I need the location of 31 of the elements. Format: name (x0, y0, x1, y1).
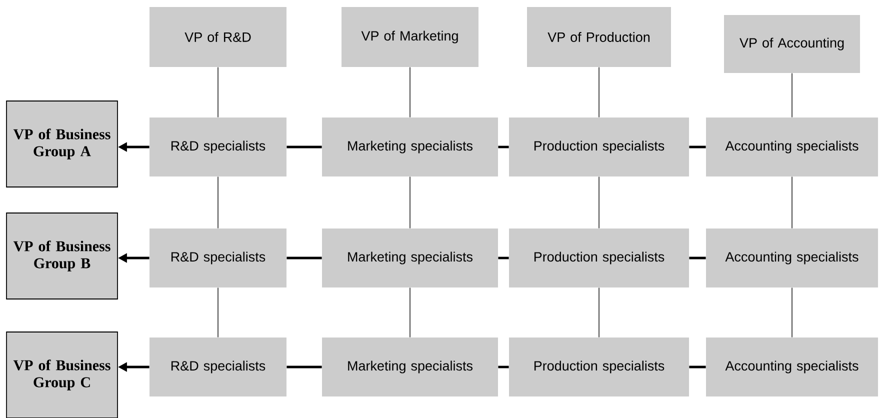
business-group-box: VP of Business Group C (6, 332, 118, 418)
connector-line (598, 287, 600, 338)
connector-line (498, 366, 509, 368)
department-vp-box: VP of Accounting (724, 15, 860, 73)
specialists-box: R&D specialists (150, 228, 286, 288)
department-vp-box: VP of R&D (150, 7, 286, 67)
specialists-box: Accounting specialists (706, 118, 878, 176)
specialists-box: Marketing specialists (322, 228, 498, 288)
connector-line (286, 256, 322, 260)
connector-line (689, 366, 706, 368)
connector-line (598, 66, 600, 118)
specialists-box: Marketing specialists (322, 338, 498, 396)
connector-line (598, 176, 600, 229)
connector-line (689, 256, 706, 260)
specialists-box: Production specialists (509, 118, 689, 176)
connector-line (286, 146, 322, 148)
specialists-box: R&D specialists (150, 338, 286, 396)
connector-line (689, 146, 706, 148)
connector-line (498, 146, 509, 148)
specialists-box: Production specialists (509, 338, 689, 396)
connector-line (286, 366, 322, 368)
specialists-box: Accounting specialists (706, 228, 878, 288)
connector-line (498, 256, 509, 260)
department-vp-box: VP of Marketing (342, 7, 478, 67)
specialists-box: Accounting specialists (706, 338, 878, 396)
specialists-box: Marketing specialists (322, 118, 498, 176)
business-group-box: VP of Business Group B (6, 212, 118, 300)
business-group-box: VP of Business Group A (6, 100, 118, 188)
department-vp-box: VP of Production (527, 7, 671, 67)
specialists-box: R&D specialists (150, 118, 286, 176)
specialists-box: Production specialists (509, 228, 689, 288)
